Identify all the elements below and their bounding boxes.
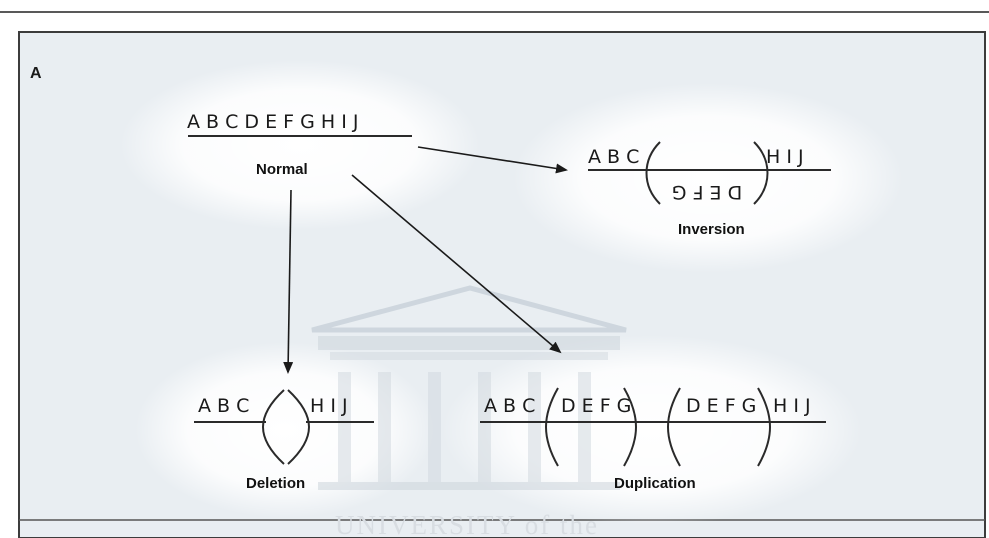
watermark-column bbox=[428, 372, 441, 482]
watermark-frieze bbox=[330, 352, 608, 360]
normal-sequence: A B C D E F G H I J bbox=[187, 111, 358, 133]
glow-inversion bbox=[513, 83, 903, 273]
university-watermark bbox=[311, 285, 627, 490]
duplication-right-segment: H I J bbox=[773, 395, 811, 417]
inversion-label: Inversion bbox=[678, 221, 745, 238]
watermark-column bbox=[338, 372, 351, 482]
deletion-right-segment: H I J bbox=[310, 395, 348, 417]
watermark-column bbox=[478, 372, 491, 482]
inversion-right-segment: H I J bbox=[766, 146, 804, 168]
watermark-text: UNIVERSITY of the bbox=[335, 510, 599, 538]
watermark-base bbox=[318, 482, 620, 490]
inverted-segment: D E F G bbox=[672, 181, 742, 203]
deletion-left-bracket bbox=[262, 389, 285, 465]
watermark-entablature bbox=[318, 336, 620, 350]
deletion-label: Deletion bbox=[246, 475, 305, 492]
duplication-bracket-2 bbox=[623, 387, 637, 467]
watermark-column bbox=[378, 372, 391, 482]
watermark-column bbox=[528, 372, 541, 482]
inversion-left-segment: A B C bbox=[588, 146, 639, 168]
panel-frame bbox=[18, 31, 986, 538]
duplication-bracket-4 bbox=[757, 387, 771, 467]
arrow-normal-to-deletion bbox=[283, 189, 294, 374]
duplication-left-segment: A B C bbox=[484, 395, 535, 417]
glow-duplication bbox=[442, 335, 862, 525]
deletion-left-segment: A B C bbox=[198, 395, 249, 417]
duplication-label: Duplication bbox=[614, 475, 696, 492]
duplication-copy-2: D E F G bbox=[686, 395, 756, 417]
normal-label: Normal bbox=[256, 161, 308, 178]
watermark-pediment bbox=[311, 285, 627, 333]
panel-letter: A bbox=[30, 65, 42, 82]
glow-normal bbox=[120, 60, 480, 230]
inversion-right-bracket bbox=[753, 141, 769, 205]
glow-deletion bbox=[135, 342, 435, 518]
arrow-normal-to-duplication bbox=[351, 174, 562, 354]
arrow-normal-to-inversion bbox=[417, 146, 568, 174]
duplication-bracket-3 bbox=[667, 387, 681, 467]
watermark-column bbox=[578, 372, 591, 482]
duplication-copy-1: D E F G bbox=[561, 395, 631, 417]
deletion-right-bracket bbox=[287, 389, 310, 465]
duplication-bracket-1 bbox=[545, 387, 559, 467]
inversion-left-bracket bbox=[645, 141, 661, 205]
